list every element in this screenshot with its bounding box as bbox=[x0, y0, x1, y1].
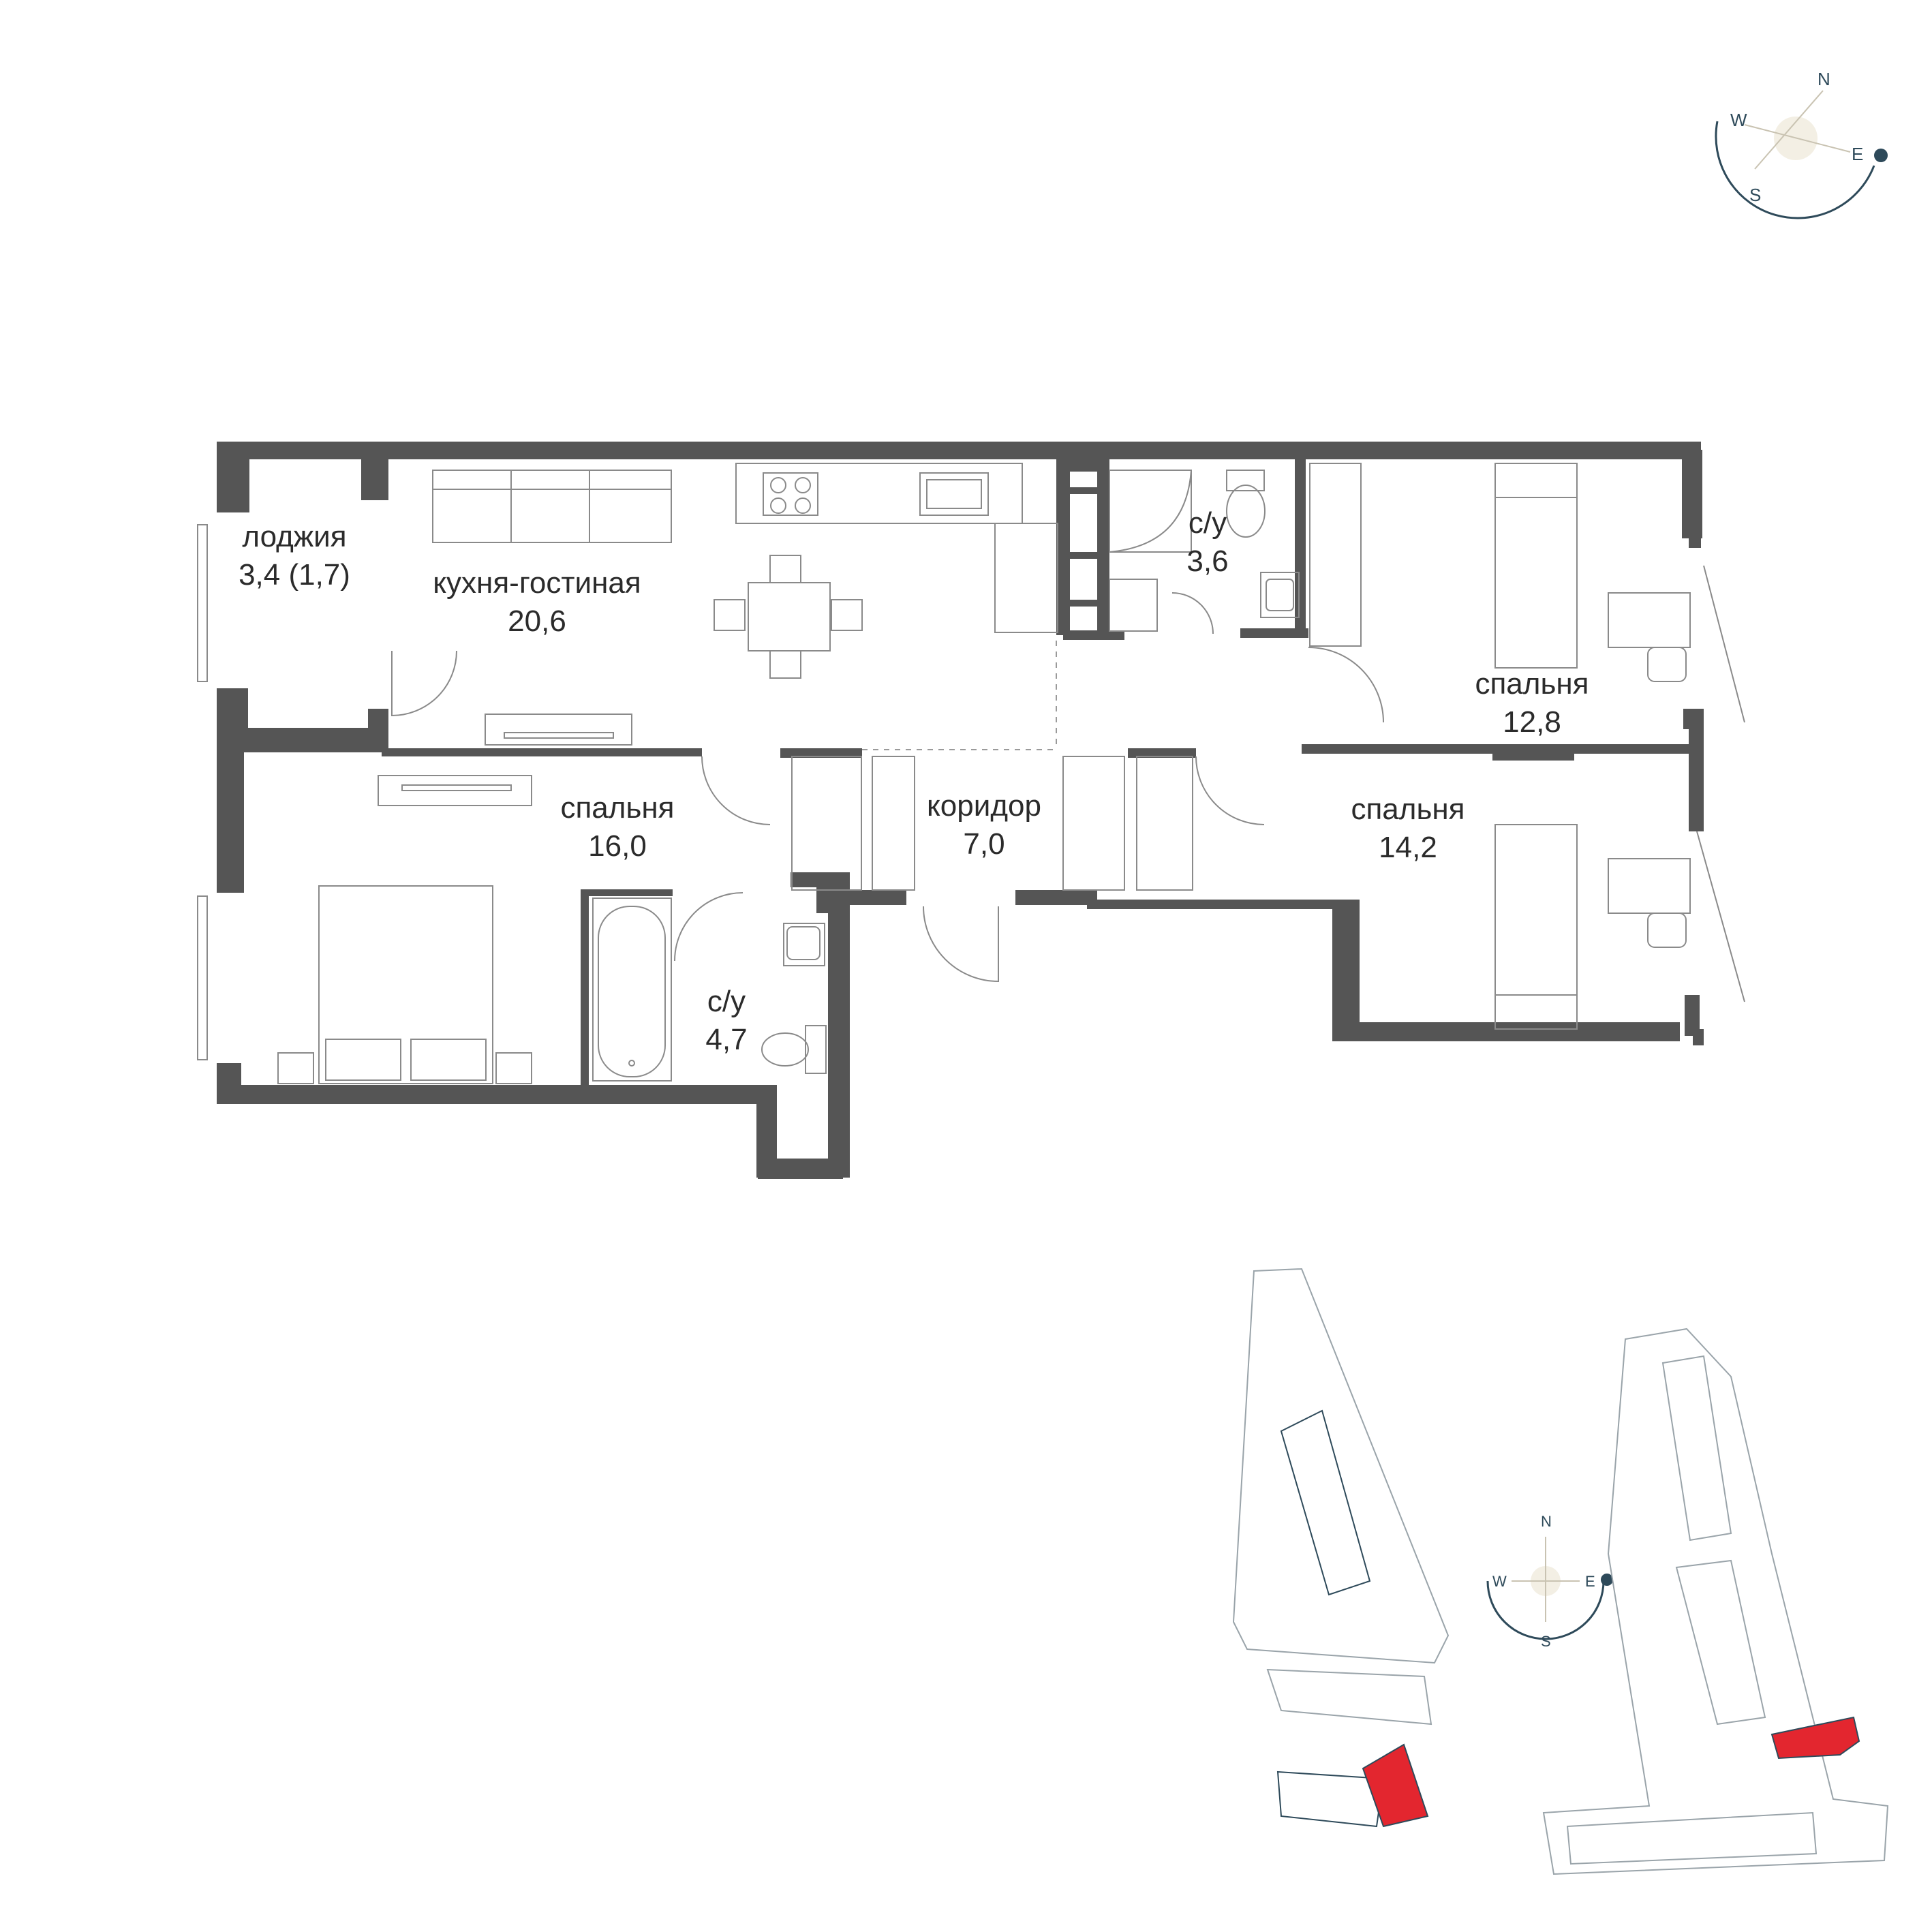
compass-site-s: S bbox=[1541, 1633, 1551, 1650]
zone-dividers bbox=[862, 641, 1057, 750]
room-kitchen-living: кухня-гостиная 20,6 bbox=[433, 564, 641, 641]
room-bathroom-large-name: с/у bbox=[707, 985, 746, 1018]
room-corridor-name: коридор bbox=[927, 789, 1041, 823]
room-bedroom-se: спальня 14,2 bbox=[1351, 791, 1465, 867]
compass-top-e: E bbox=[1852, 144, 1863, 164]
room-bedroom-se-name: спальня bbox=[1351, 793, 1465, 826]
room-bathroom-large: с/у 4,7 bbox=[705, 983, 747, 1059]
room-corridor-area: 7,0 bbox=[963, 827, 1005, 861]
room-loggia: лоджия 3,4 (1,7) bbox=[239, 518, 350, 594]
compass-site: N E S W bbox=[1486, 1513, 1613, 1650]
compass-site-e: E bbox=[1585, 1573, 1595, 1590]
room-bathroom-small: с/у 3,6 bbox=[1186, 504, 1228, 581]
room-bedroom-ne-name: спальня bbox=[1475, 667, 1589, 701]
room-bedroom-w-area: 16,0 bbox=[588, 829, 647, 863]
room-bedroom-ne-area: 12,8 bbox=[1503, 705, 1561, 739]
walls bbox=[217, 442, 1704, 1179]
site-plan-east bbox=[1542, 1328, 1889, 1875]
room-loggia-area: 3,4 (1,7) bbox=[239, 558, 350, 592]
compass-site-w: W bbox=[1492, 1573, 1507, 1590]
room-kitchen-living-name: кухня-гостиная bbox=[433, 566, 641, 600]
room-loggia-name: лоджия bbox=[242, 520, 347, 553]
room-bedroom-ne: спальня 12,8 bbox=[1475, 665, 1589, 741]
furniture bbox=[197, 463, 1745, 1084]
site-plan-west bbox=[1232, 1268, 1450, 1828]
room-corridor: коридор 7,0 bbox=[927, 787, 1041, 863]
room-bathroom-small-area: 3,6 bbox=[1186, 545, 1229, 578]
compass-top: N E S W bbox=[1715, 69, 1888, 219]
room-bedroom-w-name: спальня bbox=[560, 791, 675, 825]
compass-site-n: N bbox=[1541, 1513, 1552, 1530]
room-bathroom-large-area: 4,7 bbox=[705, 1023, 748, 1056]
room-bathroom-small-name: с/у bbox=[1188, 506, 1227, 540]
compass-top-w: W bbox=[1730, 110, 1747, 130]
room-bedroom-se-area: 14,2 bbox=[1379, 831, 1437, 864]
compass-top-n: N bbox=[1818, 69, 1830, 89]
room-kitchen-living-area: 20,6 bbox=[508, 604, 566, 638]
compass-top-s: S bbox=[1749, 185, 1761, 205]
room-bedroom-w: спальня 16,0 bbox=[560, 789, 674, 865]
